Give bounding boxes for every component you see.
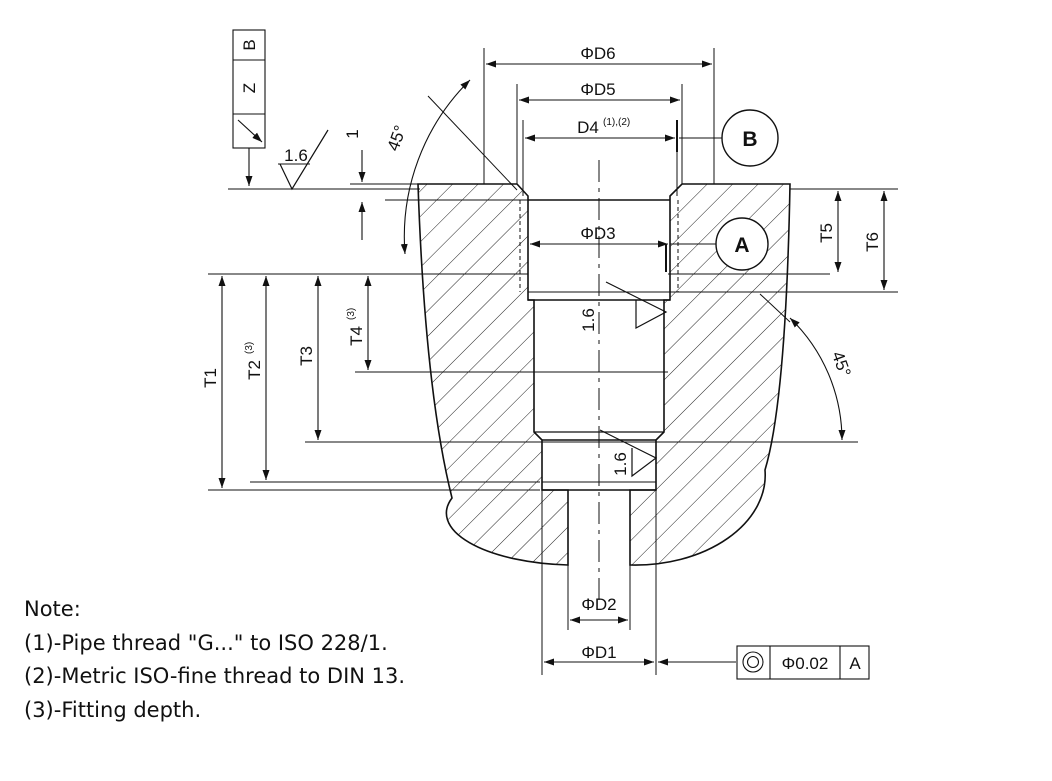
datum-a-bubble: A — [715, 217, 769, 271]
dim-d6: ΦD6 — [580, 44, 615, 63]
surface-finish-bore-value: 1.6 — [579, 308, 598, 332]
dimension-labels: ΦD6 ΦD5 D4 (1),(2) ΦD3 ΦD2 ΦD1 T1 T2 (3)… — [201, 44, 882, 662]
dim-t1: T1 — [201, 368, 220, 388]
note-line-2: (2)-Metric ISO-fine thread to DIN 13. — [24, 664, 406, 688]
datum-b-bubble: B — [721, 109, 779, 167]
notes-heading: Note: — [24, 597, 81, 621]
surface-finish-bottom-value: 1.6 — [611, 452, 630, 476]
dim-t3: T3 — [297, 346, 316, 366]
tolerance-value: Φ0.02 — [782, 654, 829, 673]
hatched-body — [417, 183, 569, 566]
notes-block: Note: (1)-Pipe thread "G..." to ISO 228/… — [24, 593, 405, 727]
dim-d3: ΦD3 — [580, 224, 615, 243]
concentricity-icon — [742, 651, 764, 673]
dim-t4: T4 — [347, 326, 366, 346]
angle-left: 45° — [384, 123, 411, 154]
note-line-3: (3)-Fitting depth. — [24, 697, 202, 722]
dim-t2: T2 — [245, 360, 264, 380]
dim-t4-note: (3) — [346, 308, 357, 320]
direction-arrow-icon — [237, 119, 263, 143]
dim-t2-note: (3) — [244, 342, 255, 354]
note-line-1: (1)-Pipe thread "G..." to ISO 228/1. — [24, 630, 388, 655]
dimension-lines — [218, 60, 888, 666]
part-section — [417, 160, 791, 600]
dim-t6: T6 — [863, 232, 882, 252]
dim-d5: ΦD5 — [580, 80, 615, 99]
datum-box-cell-1: B — [240, 39, 259, 50]
dim-d4-note: (1),(2) — [603, 117, 630, 128]
tolerance-frame: Φ0.02 A — [736, 645, 870, 680]
datum-symbol-box: B Z — [232, 29, 266, 149]
datum-a-label: A — [734, 234, 749, 257]
surface-finish-bore: 1.6 — [579, 281, 668, 332]
dim-d2: ΦD2 — [581, 595, 616, 614]
dim-depth-1: 1 — [343, 129, 362, 138]
dim-d1: ΦD1 — [581, 643, 616, 662]
surface-finish-top-value: 1.6 — [284, 146, 308, 165]
dim-d4: D4 — [577, 118, 599, 137]
surface-finish-bottom: 1.6 — [599, 429, 658, 478]
surface-finish-top: 1.6 — [278, 129, 329, 191]
angle-right: 45° — [828, 349, 855, 380]
datum-b-label: B — [742, 128, 757, 151]
tolerance-datum: A — [849, 654, 861, 673]
dim-t5: T5 — [817, 223, 836, 243]
datum-box-cell-2: Z — [240, 83, 259, 93]
